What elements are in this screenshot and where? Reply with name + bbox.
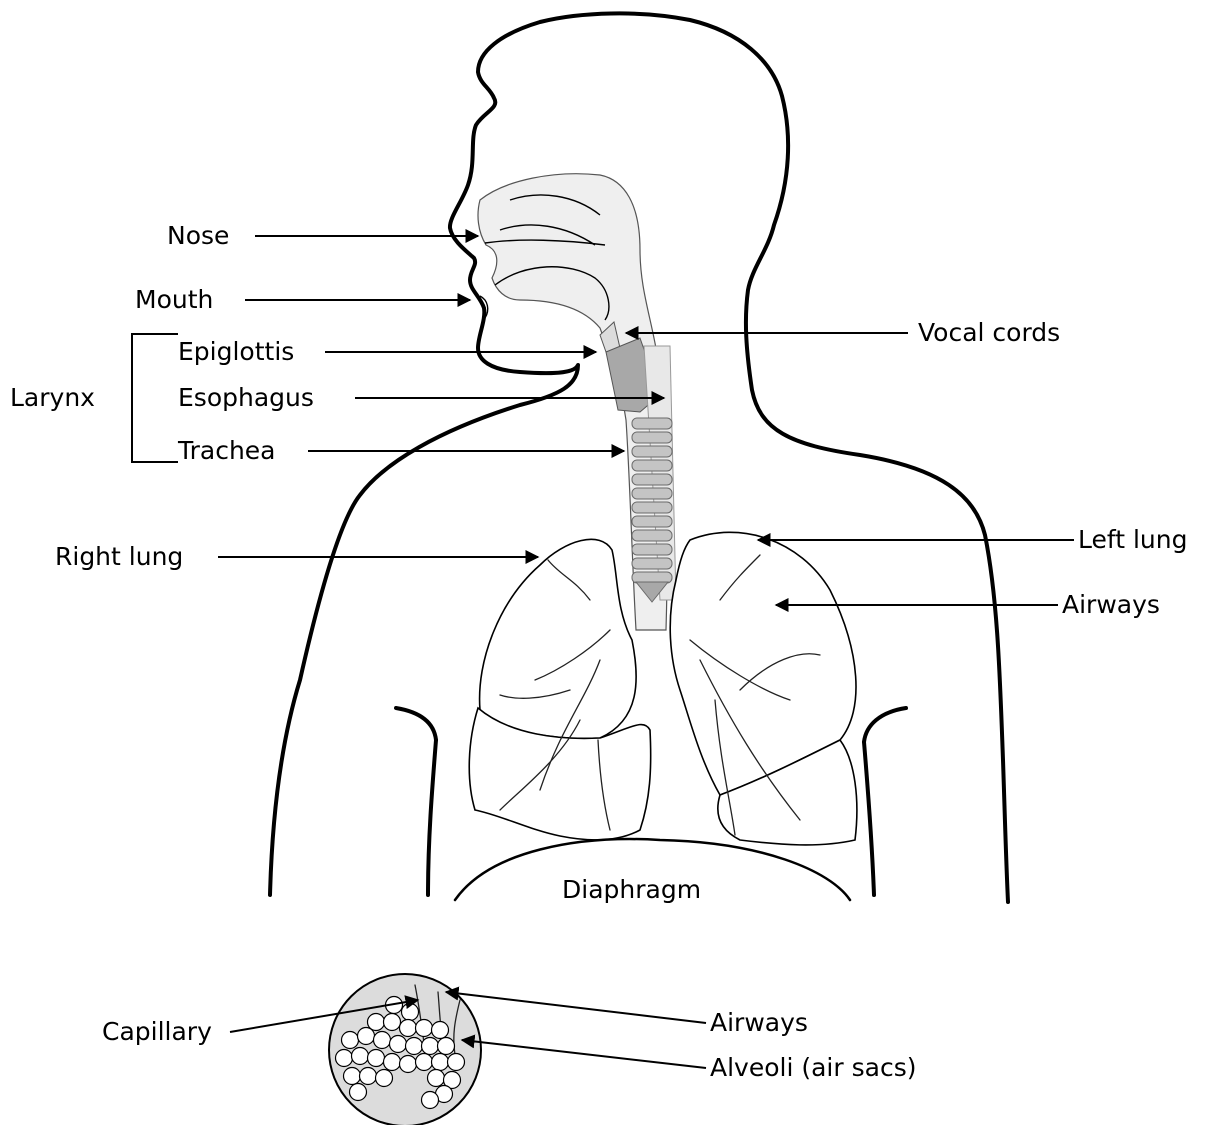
leader-airways-inset [446, 992, 706, 1023]
trachea-ring [632, 474, 672, 485]
left-arm-crease [864, 708, 906, 742]
left-lung [670, 532, 857, 845]
alveolus [384, 1054, 401, 1071]
alveolus [376, 1070, 393, 1087]
trachea-ring [632, 544, 672, 555]
trachea-ring [632, 572, 672, 583]
right-lung [469, 539, 650, 840]
alveolus [384, 1014, 401, 1031]
alveolus [448, 1054, 465, 1071]
label-right-lung: Right lung [55, 542, 183, 571]
trachea-ring [632, 558, 672, 569]
alveolus [432, 1022, 449, 1039]
alveolus [416, 1054, 433, 1071]
label-trachea: Trachea [177, 436, 276, 465]
alveolus [390, 1036, 407, 1053]
alveolus [350, 1084, 367, 1101]
label-esophagus: Esophagus [178, 383, 314, 412]
label-nose: Nose [167, 221, 229, 250]
right-arm-crease [396, 708, 436, 740]
left-side-line [864, 742, 874, 895]
alveolus [422, 1092, 439, 1109]
trachea-ring [632, 516, 672, 527]
label-larynx: Larynx [10, 383, 95, 412]
label-airways: Airways [1062, 590, 1160, 619]
alveolus [428, 1070, 445, 1087]
larynx-bracket [132, 334, 178, 462]
alveoli-inset [329, 974, 481, 1125]
label-left-lung: Left lung [1078, 525, 1188, 554]
trachea-ring [632, 530, 672, 541]
trachea-ring [632, 488, 672, 499]
alveolus [416, 1020, 433, 1037]
alveolus [374, 1032, 391, 1049]
alveolus [368, 1050, 385, 1067]
label-capillary: Capillary [102, 1017, 212, 1046]
alveolus [406, 1038, 423, 1055]
trachea-ring [632, 502, 672, 513]
alveolus [358, 1028, 375, 1045]
label-alveoli: Alveoli (air sacs) [710, 1053, 916, 1082]
trachea-ring [632, 446, 672, 457]
alveolus [400, 1020, 417, 1037]
trachea-ring [632, 460, 672, 471]
label-vocal-cords: Vocal cords [918, 318, 1060, 347]
leader-alveoli [462, 1040, 706, 1068]
trachea-ring [632, 432, 672, 443]
trachea-ring [632, 418, 672, 429]
alveolus [344, 1068, 361, 1085]
alveolus [402, 1004, 419, 1021]
alveolus [342, 1032, 359, 1049]
alveolus [352, 1048, 369, 1065]
label-diaphragm: Diaphragm [562, 875, 701, 904]
alveolus [400, 1056, 417, 1073]
label-airways-inset: Airways [710, 1008, 808, 1037]
right-side-line [428, 740, 436, 895]
alveolus [432, 1054, 449, 1071]
alveolus [360, 1068, 377, 1085]
alveolus [336, 1050, 353, 1067]
label-epiglottis: Epiglottis [178, 337, 294, 366]
alveolus [422, 1038, 439, 1055]
alveolus [438, 1038, 455, 1055]
label-mouth: Mouth [135, 285, 213, 314]
